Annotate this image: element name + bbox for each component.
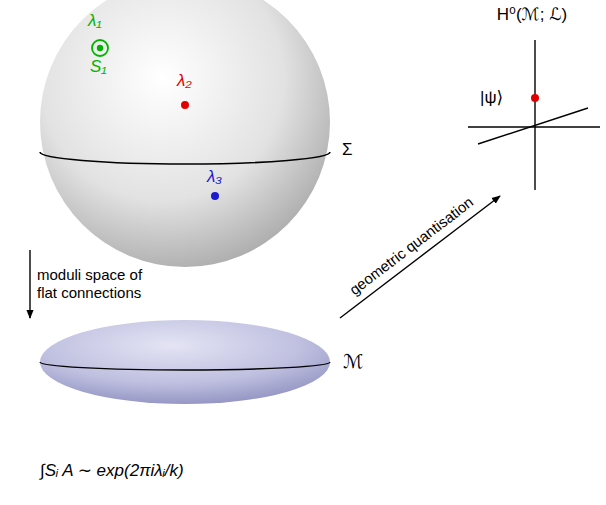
puncture — [97, 45, 103, 51]
puncture-weight: λ₂ — [177, 72, 192, 91]
hilbert-space: H⁰(ℳ; ℒ) |ψ⟩ — [462, 4, 602, 194]
sphere — [40, 0, 330, 267]
state-dot — [531, 94, 539, 102]
loop-name: S₁ — [90, 58, 107, 77]
sphere-surface: λ₁S₁λ₂λ₃Σ — [40, 0, 330, 245]
puncture — [181, 101, 189, 109]
sphere-equator — [40, 152, 330, 164]
moduli-space: ℳ — [40, 320, 330, 405]
space-name: H⁰(ℳ; ℒ) — [497, 6, 567, 25]
loop-s1 — [92, 40, 108, 56]
puncture-weight: λ₁ — [88, 12, 102, 31]
axis — [534, 40, 535, 190]
state-name: |ψ⟩ — [480, 89, 503, 108]
map-arrow — [29, 250, 30, 318]
holonomy-formula: ∫Sᵢ A ∼ exp(2πiλᵢ/k) — [40, 462, 184, 481]
moduli-space — [40, 320, 330, 404]
puncture — [211, 192, 219, 200]
arrow-label: geometric quantisation — [346, 193, 477, 299]
surface-name: Σ — [342, 141, 353, 160]
axis — [478, 108, 588, 144]
axis — [468, 126, 600, 127]
map-arrow — [340, 196, 500, 318]
moduli-equator — [40, 362, 330, 370]
space-name: ℳ — [343, 352, 363, 373]
arrow-label: moduli space of flat connections — [37, 266, 162, 302]
puncture-weight: λ₃ — [207, 168, 222, 187]
